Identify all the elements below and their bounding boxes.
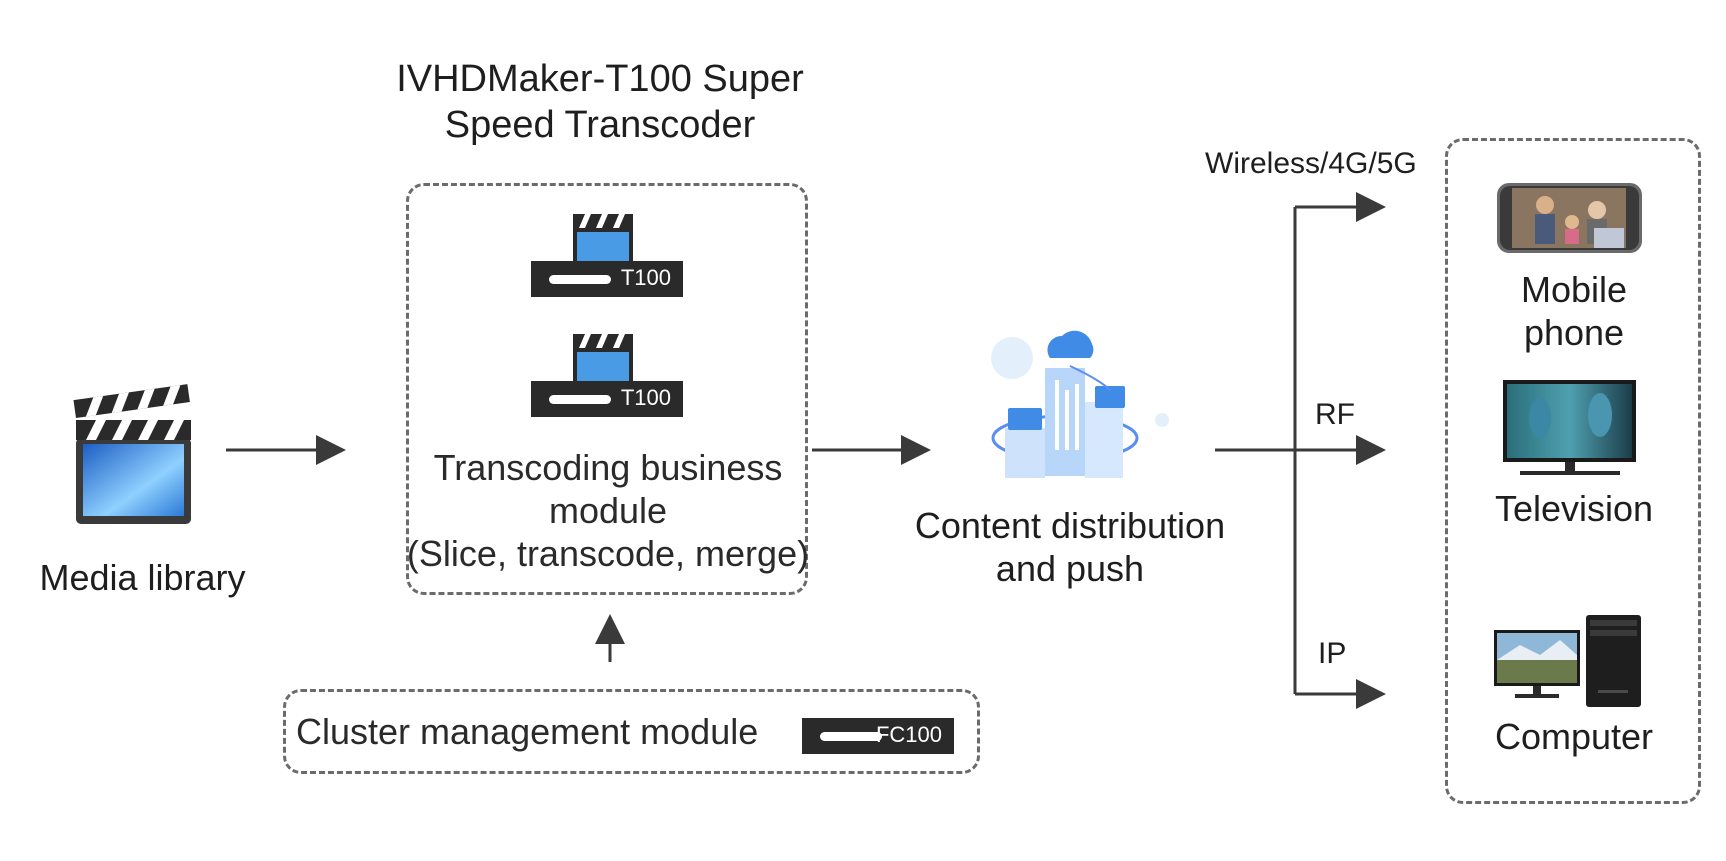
media-library-label: Media library [39,557,246,598]
device-label: T100 [620,385,671,410]
device-slot [549,395,611,404]
transcoding-label-line3: (Slice, transcode, merge) [406,533,810,574]
cluster-label: Cluster management module [296,711,759,752]
device-slot [549,275,611,284]
t100-device: T100 [531,261,683,297]
mobile-label-line2: phone [1523,312,1625,353]
wireless-channel-label: Wireless/4G/5G [1205,147,1417,180]
fc100-device: FC100 [802,718,954,754]
transcoder-box [406,183,808,595]
transcoding-label-line2: module [548,490,668,531]
rf-channel-label: RF [1315,398,1355,431]
television-label: Television [1494,488,1654,529]
distribution-label-line1: Content distribution [914,505,1226,546]
distribution-label-line2: and push [995,548,1145,589]
ip-channel-label: IP [1318,637,1347,670]
mobile-label-line1: Mobile [1520,269,1628,310]
device-label: T100 [620,265,671,290]
endpoints-box [1445,138,1701,804]
device-slot [820,732,882,741]
cluster-box [283,689,980,774]
transcoding-label-line1: Transcoding business [433,447,783,488]
t100-device: T100 [531,381,683,417]
diagram-title: IVHDMaker-T100 Super Speed Transcoder [396,58,804,146]
computer-label: Computer [1494,716,1654,757]
device-label: FC100 [875,722,942,747]
